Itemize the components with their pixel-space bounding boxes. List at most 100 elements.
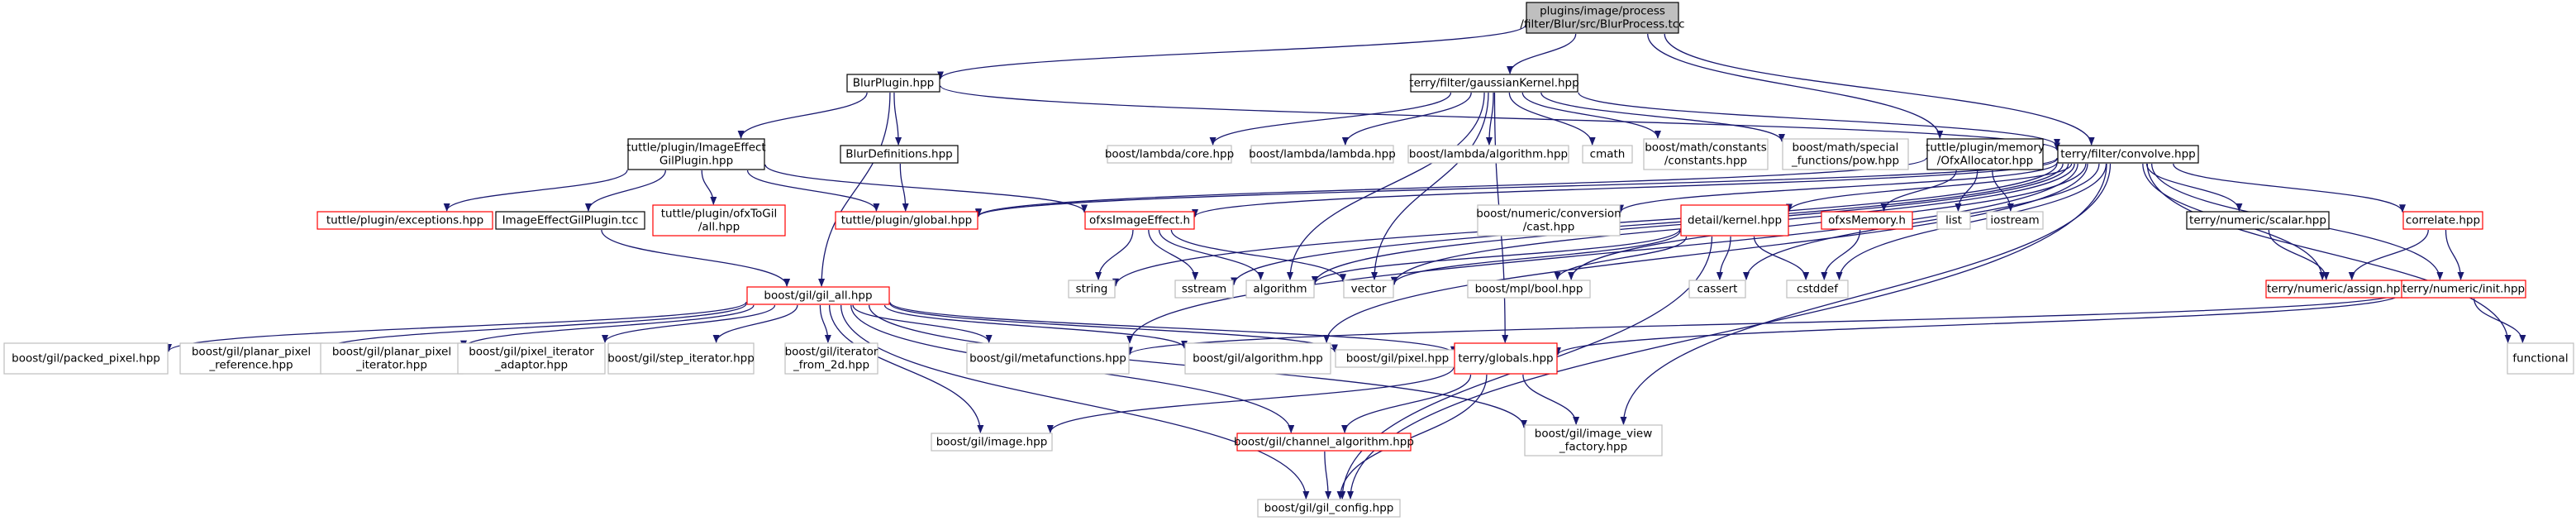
node-numeric-conversion: boost/numeric/conversion/cast.hpp (1476, 204, 1621, 237)
edge-imageeffectgilplugin-hpp-to-imageeffectgilplugin-tcc (584, 170, 666, 212)
node-label: terry/filter/convolve.hpp (2060, 148, 2195, 161)
node-label: boost/gil/metafunctions.hpp (969, 352, 1126, 366)
node-box (1236, 433, 1412, 452)
node-iterator-from-2d: boost/gil/iterator_from_2d.hpp (784, 342, 879, 375)
node-init[interactable]: terry/numeric/init.hpp (2401, 280, 2526, 299)
node-blurprocess[interactable]: plugins/image/process/filter/Blur/src/Bl… (1520, 2, 1685, 34)
node-ofxsimageeffect[interactable]: ofxsImageEffect.h (1084, 211, 1195, 230)
node-scalar[interactable]: terry/numeric/scalar.hpp (2186, 211, 2330, 230)
node-correlate[interactable]: correlate.hpp (2402, 211, 2483, 230)
node-box (1407, 145, 1569, 164)
node-label: boost/math/constants (1645, 141, 1767, 155)
node-pixel-iterator-adaptor: boost/gil/pixel_iterator_adaptor.hpp (457, 342, 606, 375)
node-box (1786, 280, 1849, 299)
node-label: boost/mpl/bool.hpp (1475, 283, 1583, 296)
edge-correlate-to-init (2445, 229, 2464, 280)
node-gil-all[interactable]: boost/gil/gil_all.hpp (746, 286, 890, 305)
node-box (835, 211, 978, 230)
node-list: list (1936, 211, 1971, 230)
edge-kernel-to-mpl-bool (1554, 236, 1688, 280)
node-box (746, 286, 890, 305)
node-label: _factory.hpp (1559, 441, 1627, 454)
node-globals[interactable]: terry/globals.hpp (1454, 342, 1558, 375)
node-label: boost/lambda/core.hpp (1105, 148, 1234, 161)
node-box (931, 433, 1053, 452)
node-ofxsmemory[interactable]: ofxsMemory.h (1821, 211, 1913, 230)
node-box (317, 211, 493, 230)
node-label: functional (2512, 352, 2568, 366)
node-label: string (1076, 283, 1108, 296)
node-label: cassert (1697, 283, 1738, 296)
node-ofxtogil[interactable]: tuttle/plugin/ofxToGil/all.hpp (652, 204, 786, 237)
node-box (846, 74, 940, 93)
node-label: terry/filter/gaussianKernel.hpp (1409, 77, 1578, 90)
node-label: GilPlugin.hpp (659, 155, 733, 168)
node-math-constants: boost/math/constants/constants.hpp (1643, 138, 1769, 170)
node-label: boost/lambda/lambda.hpp (1249, 148, 1396, 161)
node-lambda-core: boost/lambda/core.hpp (1105, 145, 1234, 164)
edge-blurprocess-to-ofxallocator (1647, 33, 1944, 139)
edge-convolve-to-ofxsimageeffect (1192, 158, 2058, 218)
node-label: /constants.hpp (1664, 155, 1747, 168)
node-ofxallocator[interactable]: tuttle/plugin/memory/OfxAllocator.hpp (1926, 138, 2045, 170)
node-global[interactable]: tuttle/plugin/global.hpp (835, 211, 978, 230)
edge-gil-all-to-gil-algorithm (883, 304, 1188, 349)
edge-kernel-to-vector (1391, 230, 1681, 285)
node-label: boost/numeric/conversion (1476, 208, 1621, 221)
edge-convolve-to-cassert (1743, 163, 2100, 281)
node-imageeffectgilplugin-tcc[interactable]: ImageEffectGilPlugin.tcc (495, 211, 645, 230)
edge-gaussiankernel-to-algorithm (1286, 92, 1485, 280)
node-label: BlurPlugin.hpp (853, 77, 934, 90)
node-exceptions[interactable]: tuttle/plugin/exceptions.hpp (317, 211, 493, 230)
node-box (2057, 145, 2199, 164)
edge-blurplugin-to-gil-all (818, 92, 891, 287)
node-blurplugin[interactable]: BlurPlugin.hpp (846, 74, 940, 93)
edge-gil-all-to-metafunctions (852, 304, 993, 343)
node-box (1936, 211, 1971, 230)
node-box (1467, 280, 1591, 299)
node-box (1477, 204, 1621, 237)
edge-blurplugin-to-convolve (940, 85, 2060, 151)
node-label: boost/gil/gil_config.hpp (1264, 502, 1394, 515)
node-channel-algorithm[interactable]: boost/gil/channel_algorithm.hpp (1234, 433, 1414, 452)
edge-blurprocess-to-convolve (1664, 33, 2095, 146)
node-box (1986, 211, 2044, 230)
node-box (1250, 145, 1394, 164)
edge-gil-all-to-iterator-from-2d (819, 304, 831, 343)
node-box (1526, 2, 1679, 34)
node-imageeffectgilplugin-hpp[interactable]: tuttle/plugin/ImageEffectGilPlugin.hpp (626, 138, 766, 170)
node-label: boost/gil/planar_pixel (192, 346, 311, 359)
node-label: _functions/pow.hpp (1791, 155, 1899, 168)
node-box (1107, 145, 1232, 164)
edge-globals-to-gil-config (1336, 374, 1488, 499)
node-box (1184, 342, 1331, 375)
node-algorithm: algorithm (1245, 280, 1315, 299)
node-lambda-lambda: boost/lambda/lambda.hpp (1249, 145, 1396, 164)
node-label: ofxsMemory.h (1828, 214, 1906, 227)
node-box (1410, 74, 1578, 93)
node-gaussiankernel[interactable]: terry/filter/gaussianKernel.hpp (1409, 74, 1579, 93)
node-label: _reference.hpp (208, 359, 293, 372)
node-label: terry/numeric/scalar.hpp (2189, 214, 2326, 227)
node-label: boost/gil/image.hpp (936, 436, 1048, 449)
node-kernel[interactable]: detail/kernel.hpp (1680, 204, 1789, 237)
node-sstream: sstream (1174, 280, 1234, 299)
edge-blurprocess-to-blurplugin (937, 24, 1526, 80)
node-packed-pixel: boost/gil/packed_pixel.hpp (3, 342, 169, 375)
node-step-iterator: boost/gil/step_iterator.hpp (607, 342, 755, 375)
node-box (2401, 280, 2526, 299)
node-convolve[interactable]: terry/filter/convolve.hpp (2057, 145, 2199, 164)
node-lambda-algorithm: boost/lambda/algorithm.hpp (1407, 145, 1569, 164)
node-box (627, 138, 765, 170)
node-math-pow: boost/math/special_functions/pow.hpp (1782, 138, 1909, 170)
edge-convolve-to-image-view-factory (1620, 163, 2112, 425)
edge-kernel-to-algorithm (1312, 228, 1681, 285)
node-label: cstddef (1797, 283, 1839, 296)
node-label: /all.hpp (698, 221, 740, 234)
edge-gaussiankernel-to-cmath (1508, 92, 1596, 146)
node-box (2507, 342, 2574, 375)
node-label: boost/gil/step_iterator.hpp (607, 352, 755, 366)
node-assign[interactable]: terry/numeric/assign.hpp (2265, 280, 2409, 299)
node-blurdefinitions[interactable]: BlurDefinitions.hpp (840, 145, 959, 164)
node-label: _from_2d.hpp (793, 359, 869, 372)
